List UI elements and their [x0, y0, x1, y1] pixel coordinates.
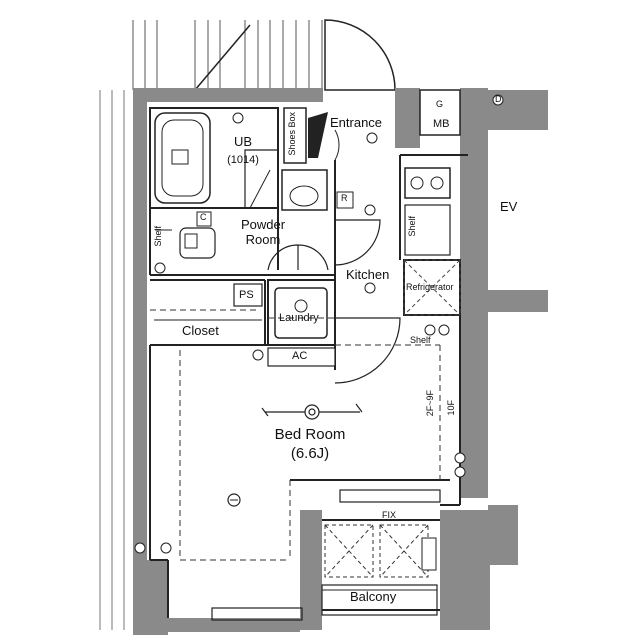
shelf-kitchen-label: Shelf — [407, 216, 417, 237]
mb-box — [419, 89, 461, 136]
bedroom-size-label: (6.6J) — [290, 445, 330, 462]
d-label: D — [495, 94, 502, 104]
laundry-pan — [274, 287, 328, 339]
shoes-box — [283, 107, 307, 164]
ub-door — [244, 149, 278, 208]
c-box — [196, 211, 212, 227]
kitchen-sink — [404, 204, 451, 256]
closet-shelf — [154, 229, 262, 321]
fix-label: FIX — [382, 510, 397, 520]
floors-b-label: 10F — [446, 400, 456, 416]
kitchen-door — [334, 219, 381, 266]
powder-label: Powder — [240, 217, 286, 232]
balcony-doors — [324, 524, 429, 578]
ev-label: EV — [500, 199, 518, 214]
shelf-left-label: Shelf — [153, 226, 163, 247]
g-label: G — [436, 99, 444, 109]
r-label: R — [341, 193, 348, 203]
bedroom-window — [211, 489, 441, 621]
laundry-label: Laundry — [279, 312, 319, 324]
shelf-bottom-label: Shelf — [410, 335, 431, 345]
bathtub-drain — [171, 149, 189, 165]
left-hatch — [99, 90, 125, 630]
refrigerator-label: Refrigerator — [406, 282, 454, 292]
closet-label: Closet — [182, 323, 219, 338]
bathtub — [154, 112, 211, 204]
ac-box — [267, 347, 336, 367]
c-label: C — [200, 212, 207, 222]
ps-box — [233, 283, 263, 307]
exterior-walls — [133, 88, 548, 635]
wash-basin — [281, 169, 328, 211]
balcony-rail — [321, 584, 438, 616]
bedroom-dash — [150, 309, 441, 561]
ub-label: UB — [233, 134, 253, 149]
ps-label: PS — [239, 289, 254, 301]
interior-walls — [149, 107, 468, 618]
balcony-label: Balcony — [350, 589, 397, 604]
powder-sink — [179, 227, 216, 259]
powder-doors — [267, 244, 329, 271]
bedroom-door — [334, 317, 401, 384]
ceiling-light — [261, 403, 363, 420]
outlets — [134, 94, 504, 554]
powder-label-2: Room — [245, 232, 281, 247]
mb-label: MB — [433, 118, 450, 130]
ub-size-label: (1014) — [227, 154, 259, 166]
bedroom-label: Bed Room — [274, 426, 346, 443]
corridor-hatch — [132, 20, 323, 90]
entry-door-swing — [324, 19, 396, 91]
kitchen-label: Kitchen — [346, 267, 390, 282]
stove — [404, 167, 451, 199]
shoes-box-label: Shoes Box — [287, 112, 297, 156]
refrigerator — [403, 259, 461, 316]
ac-label: AC — [292, 350, 308, 362]
floors-a-label: 2F~9F — [425, 390, 435, 417]
entrance-label: Entrance — [330, 115, 383, 130]
r-box — [336, 191, 354, 209]
